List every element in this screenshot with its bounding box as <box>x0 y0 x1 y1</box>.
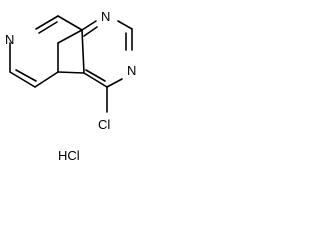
bond-c4-c4a <box>83 72 108 88</box>
bond-n1-c2 <box>117 20 133 30</box>
bond-c8a-n1 <box>81 20 97 31</box>
bond-c6-c5 <box>9 71 36 88</box>
molecule-structure: N N N Cl HCl <box>5 9 136 163</box>
bond-c5-c4a <box>34 71 59 88</box>
pyrimidine-ring <box>57 20 133 88</box>
atom-chlorine: Cl <box>98 117 110 132</box>
bond-c6-c5-inner <box>15 69 37 82</box>
bond-c4-c4a-inner <box>85 69 106 82</box>
bond-c8a-link <box>57 29 83 44</box>
atom-n1-pyrimidine: N <box>101 9 110 24</box>
atom-n3-pyrimidine: N <box>127 63 136 78</box>
pyridine-ring <box>9 15 83 88</box>
atom-n-pyridine: N <box>5 32 14 47</box>
bond-c4a-c8a-fused <box>81 29 85 74</box>
bond-c8-c8a <box>57 15 83 31</box>
salt-label: HCl <box>58 148 80 163</box>
bond-n3-c4 <box>106 78 123 88</box>
bond-c4a-link <box>57 71 85 74</box>
bond-c8-n7-inner <box>38 21 58 34</box>
bond-c8-n7 <box>35 15 59 30</box>
bond-c8a-n1-inner <box>83 26 98 37</box>
